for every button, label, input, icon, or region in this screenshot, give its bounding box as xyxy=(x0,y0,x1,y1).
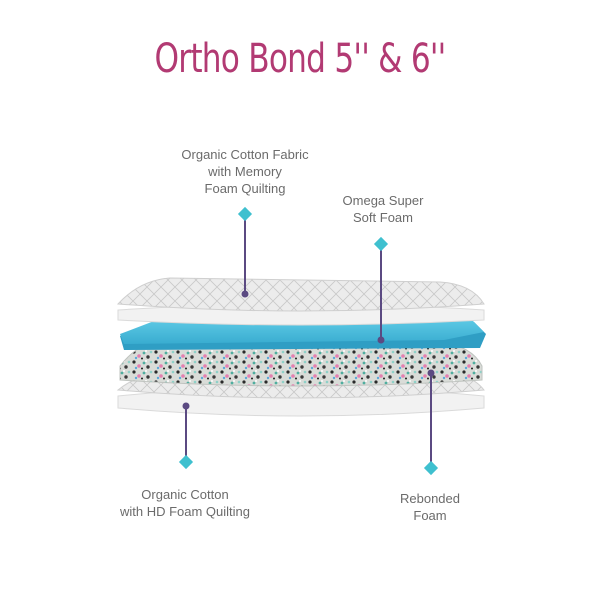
label-bottom-quilt: Organic Cotton with HD Foam Quilting xyxy=(100,486,270,520)
top-quilt-layer xyxy=(116,277,485,326)
label-line: with Memory xyxy=(208,164,282,179)
label-line: Soft Foam xyxy=(353,210,413,225)
pointer-rebonded xyxy=(423,369,439,476)
label-rebonded-foam: Rebonded Foam xyxy=(370,490,490,524)
label-blue-foam: Omega Super Soft Foam xyxy=(318,192,448,226)
label-top-quilt: Organic Cotton Fabric with Memory Foam Q… xyxy=(160,146,330,197)
pointer-blue-foam xyxy=(373,236,389,344)
pointer-top-quilt xyxy=(237,206,253,298)
label-line: Omega Super xyxy=(342,193,424,208)
label-line: Foam xyxy=(413,508,447,523)
blue-foam-layer xyxy=(120,318,486,350)
label-line: Organic Cotton xyxy=(141,487,229,502)
label-line: Rebonded xyxy=(400,491,460,506)
page-title: Ortho Bond 5'' & 6'' xyxy=(154,36,447,82)
label-line: Organic Cotton Fabric xyxy=(181,147,309,162)
pointer-bottom-quilt xyxy=(178,402,194,470)
label-line: with HD Foam Quilting xyxy=(119,504,251,519)
label-line: Foam Quilting xyxy=(204,181,286,196)
